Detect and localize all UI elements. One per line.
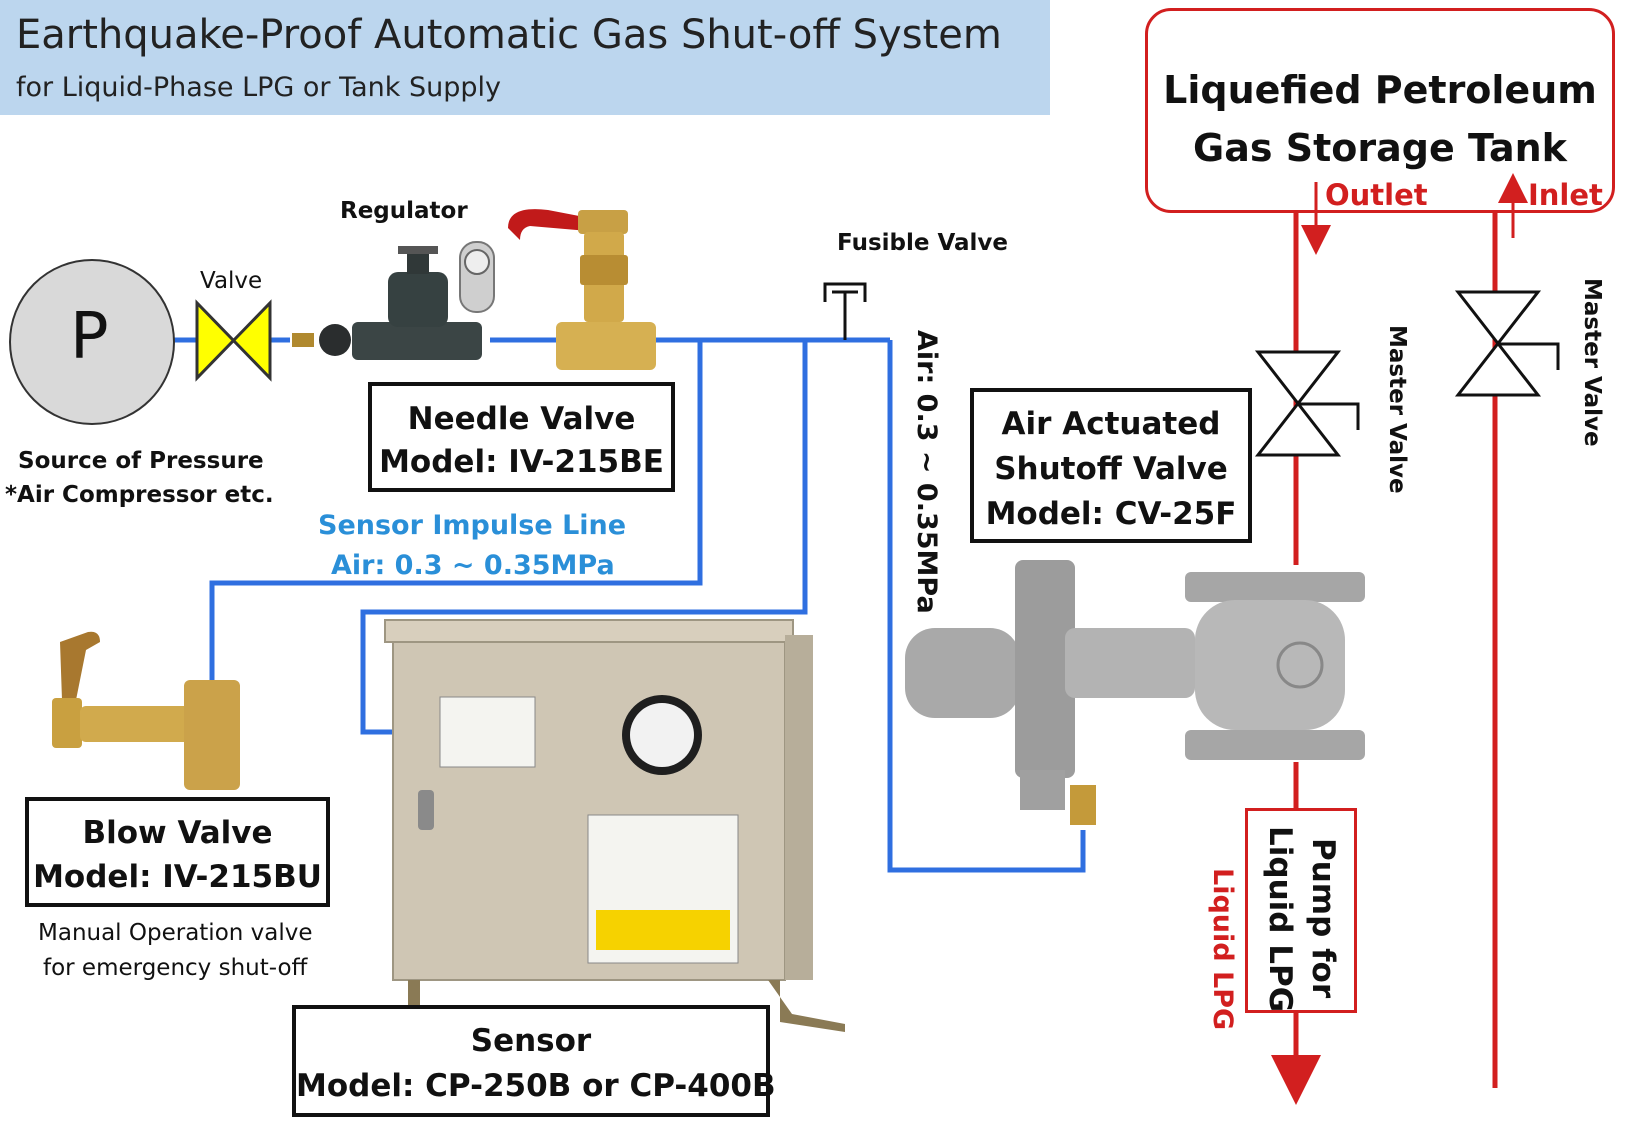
sensor-cabinet-image <box>384 619 845 1032</box>
air-pressure-vertical-label: Air: 0.3 ~ 0.35MPa <box>911 330 942 614</box>
blow-valve-model: Model: IV-215BU <box>33 859 322 895</box>
pressure-source-label: Source of Pressure <box>18 448 264 474</box>
tank-inlet-label: Inlet <box>1528 178 1603 212</box>
pump-box <box>1245 808 1357 1013</box>
fusible-valve-symbol <box>823 282 867 340</box>
valve-label: Valve <box>200 268 263 294</box>
blow-valve-note-1: Manual Operation valve <box>38 920 313 946</box>
liquid-lpg-label: Liquid LPG <box>1207 868 1238 1031</box>
impulse-line-label: Sensor Impulse Line <box>318 510 627 541</box>
shutoff-valve-name-2: Shutoff Valve <box>994 451 1228 487</box>
valve-symbol <box>195 299 272 382</box>
shutoff-valve-box: Air Actuated Shutoff Valve Model: CV-25F <box>970 388 1252 543</box>
shutoff-valve-name-1: Air Actuated <box>1001 406 1221 442</box>
pressure-source-note: *Air Compressor etc. <box>5 482 274 508</box>
storage-tank-box: Liquefied Petroleum Gas Storage Tank <box>1145 8 1615 213</box>
pressure-source-symbol-label: P <box>70 300 109 374</box>
master-valve-inlet-label: Master Valve <box>1579 278 1605 447</box>
air-line-shutoff <box>887 340 1086 873</box>
tank-title-1: Liquefied Petroleum <box>1163 68 1597 112</box>
header-banner: Earthquake-Proof Automatic Gas Shut-off … <box>0 0 1050 115</box>
fusible-valve-label: Fusible Valve <box>837 230 1009 256</box>
master-valve-outlet-label: Master Valve <box>1384 325 1410 494</box>
tank-outlet-label: Outlet <box>1325 178 1428 212</box>
page-subtitle: for Liquid-Phase LPG or Tank Supply <box>16 72 502 103</box>
sensor-model: Model: CP-250B or CP-400B <box>296 1068 776 1104</box>
pressure-source-symbol <box>9 259 175 425</box>
needle-valve-box: Needle Valve Model: IV-215BE <box>368 382 675 492</box>
impulse-line-pressure: Air: 0.3 ~ 0.35MPa <box>331 550 615 581</box>
regulator-label: Regulator <box>340 198 468 224</box>
regulator-image <box>292 241 495 360</box>
needle-valve-name: Needle Valve <box>407 401 636 437</box>
pump-label-2: Liquid LPG <box>1262 826 1298 1013</box>
blow-valve-image <box>52 631 240 790</box>
air-line-sensor <box>360 340 808 735</box>
shutoff-valve-model: Model: CV-25F <box>985 496 1237 532</box>
air-line-blow-valve <box>209 340 703 680</box>
blow-valve-box: Blow Valve Model: IV-215BU <box>25 797 330 907</box>
needle-valve-model: Model: IV-215BE <box>379 444 664 480</box>
sensor-box: Sensor Model: CP-250B or CP-400B <box>292 1005 776 1117</box>
blow-valve-note-2: for emergency shut-off <box>43 955 308 981</box>
shutoff-valve-image <box>905 560 1365 825</box>
blow-valve-name: Blow Valve <box>82 815 273 851</box>
pump-label-1: Pump for <box>1305 838 1341 999</box>
sensor-name: Sensor <box>470 1023 592 1059</box>
needle-valve-image <box>508 209 656 370</box>
tank-title-2: Gas Storage Tank <box>1193 126 1567 170</box>
page-title: Earthquake-Proof Automatic Gas Shut-off … <box>16 12 1002 58</box>
